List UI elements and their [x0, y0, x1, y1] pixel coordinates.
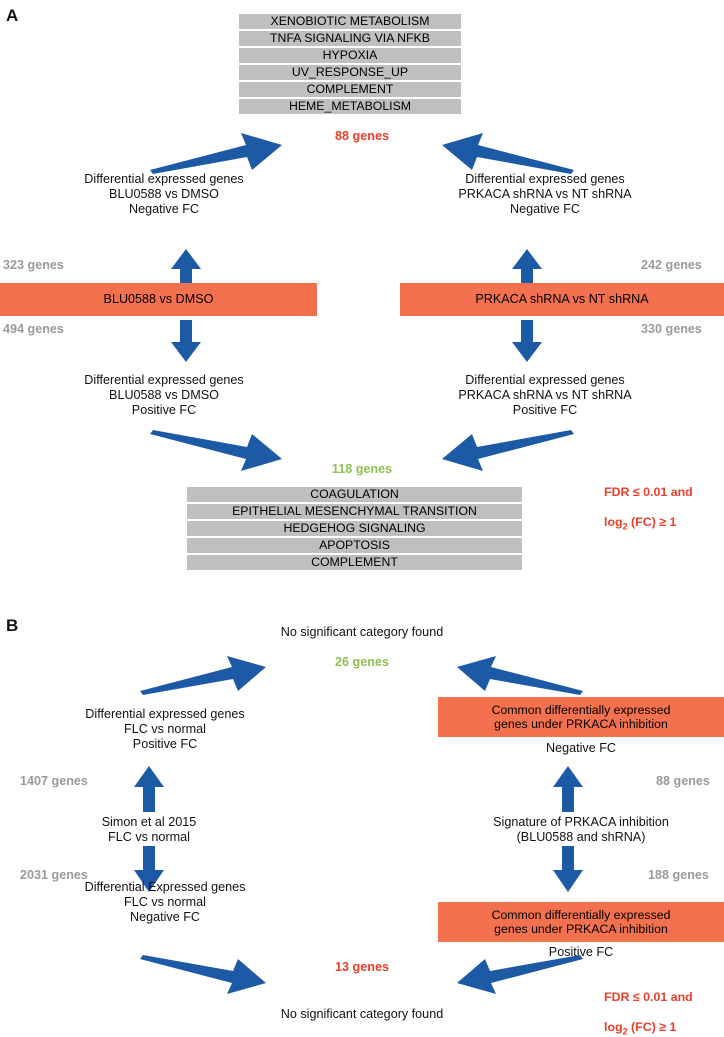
comparison-bar-b-positive: Common differentially expressed genes un… [438, 902, 724, 942]
arrow-diagonal-up-left-a-top [440, 132, 576, 174]
gene-count-b-top: 26 genes [335, 655, 389, 669]
gene-count-a-left-down: 494 genes [3, 322, 64, 336]
geneset-row: COMPLEMENT [187, 555, 522, 570]
geneset-row: HEDGEHOG SIGNALING [187, 521, 522, 536]
label-b-left-bottom: Differential Expressed genes FLC vs norm… [84, 880, 246, 925]
geneset-row: EPITHELIAL MESENCHYMAL TRANSITION [187, 504, 522, 519]
gene-count-b-bottom: 13 genes [335, 960, 389, 974]
arrow-diagonal-down-right-b-bottom [138, 955, 268, 995]
comparison-bar-blu0588-vs-dmso: BLU0588 vs DMSO [0, 283, 317, 316]
no-category-b-bottom: No significant category found [280, 1007, 444, 1021]
geneset-stack-a-bottom: COAGULATION EPITHELIAL MESENCHYMAL TRANS… [187, 487, 522, 572]
caption-b-negative-fc: Negative FC [546, 741, 616, 755]
arrow-up-b-right [552, 766, 584, 812]
arrow-diagonal-down-left-b-bottom [455, 955, 585, 995]
fdr-log-label: log [604, 515, 623, 529]
label-a-right-top: Differential expressed genes PRKACA shRN… [458, 172, 632, 217]
arrow-diagonal-up-right-a-top [148, 132, 284, 174]
comparison-bar-b-negative: Common differentially expressed genes un… [438, 697, 724, 737]
geneset-row: COAGULATION [187, 487, 522, 502]
fdr-line-1: FDR ≤ 0.01 and [604, 485, 693, 499]
arrow-down-a-right [511, 320, 543, 362]
arrow-diagonal-up-left-b-top [455, 655, 585, 695]
panel-label-b: B [6, 616, 19, 635]
fdr-log-base: 2 [622, 521, 628, 532]
gene-count-b-left-up: 1407 genes [20, 774, 88, 788]
geneset-row: HYPOXIA [239, 48, 461, 63]
label-a-right-bottom: Differential expressed genes PRKACA shRN… [458, 373, 632, 418]
gene-count-a-right-up: 242 genes [641, 258, 702, 272]
gene-count-a-left-up: 323 genes [3, 258, 64, 272]
fdr-line-2-rest: (FC) ≥ 1 [627, 515, 677, 529]
geneset-row: HEME_METABOLISM [239, 99, 461, 114]
label-a-left-bottom: Differential expressed genes BLU0588 vs … [84, 373, 244, 418]
label-b-left-center: Simon et al 2015 FLC vs normal [101, 815, 197, 845]
gene-count-b-left-down: 2031 genes [20, 868, 88, 882]
gene-count-a-right-down: 330 genes [641, 322, 702, 336]
geneset-stack-a-top: XENOBIOTIC METABOLISM TNFA SIGNALING VIA… [239, 14, 461, 116]
geneset-row: TNFA SIGNALING VIA NFKB [239, 31, 461, 46]
fdr-note-a: FDR ≤ 0.01 and log2 (FC) ≥ 1 [604, 470, 693, 534]
arrow-down-a-left [170, 320, 202, 362]
gene-count-a-top: 88 genes [335, 129, 389, 143]
caption-b-positive-fc: Positive FC [548, 945, 614, 959]
geneset-row: APOPTOSIS [187, 538, 522, 553]
fdr-note-b: FDR ≤ 0.01 and log2 (FC) ≥ 1 [604, 975, 693, 1037]
fdr-log-label: log [604, 1020, 623, 1034]
gene-count-b-right-down: 188 genes [648, 868, 709, 882]
arrow-diagonal-down-left-a-bottom [440, 430, 576, 472]
arrow-down-b-right [552, 846, 584, 892]
label-b-left-top: Differential expressed genes FLC vs norm… [85, 707, 245, 752]
arrow-up-a-left [170, 249, 202, 291]
geneset-row: XENOBIOTIC METABOLISM [239, 14, 461, 29]
arrow-diagonal-down-right-a-bottom [148, 430, 284, 472]
arrow-up-a-right [511, 249, 543, 291]
geneset-row: UV_RESPONSE_UP [239, 65, 461, 80]
gene-count-b-right-up: 88 genes [656, 774, 710, 788]
fdr-log-base: 2 [622, 1026, 628, 1037]
arrow-diagonal-up-right-b-top [138, 655, 268, 695]
gene-count-a-bottom: 118 genes [331, 462, 393, 476]
label-b-right-center: Signature of PRKACA inhibition (BLU0588 … [493, 815, 669, 845]
arrow-down-b-left [133, 846, 165, 892]
geneset-row: COMPLEMENT [239, 82, 461, 97]
comparison-bar-prkaca-shrna-vs-nt-shrna: PRKACA shRNA vs NT shRNA [400, 283, 724, 316]
panel-label-a: A [6, 6, 19, 25]
arrow-up-b-left [133, 766, 165, 812]
no-category-b-top: No significant category found [280, 625, 444, 639]
fdr-line-1: FDR ≤ 0.01 and [604, 990, 693, 1004]
label-a-left-top: Differential expressed genes BLU0588 vs … [84, 172, 244, 217]
fdr-line-2-rest: (FC) ≥ 1 [627, 1020, 677, 1034]
